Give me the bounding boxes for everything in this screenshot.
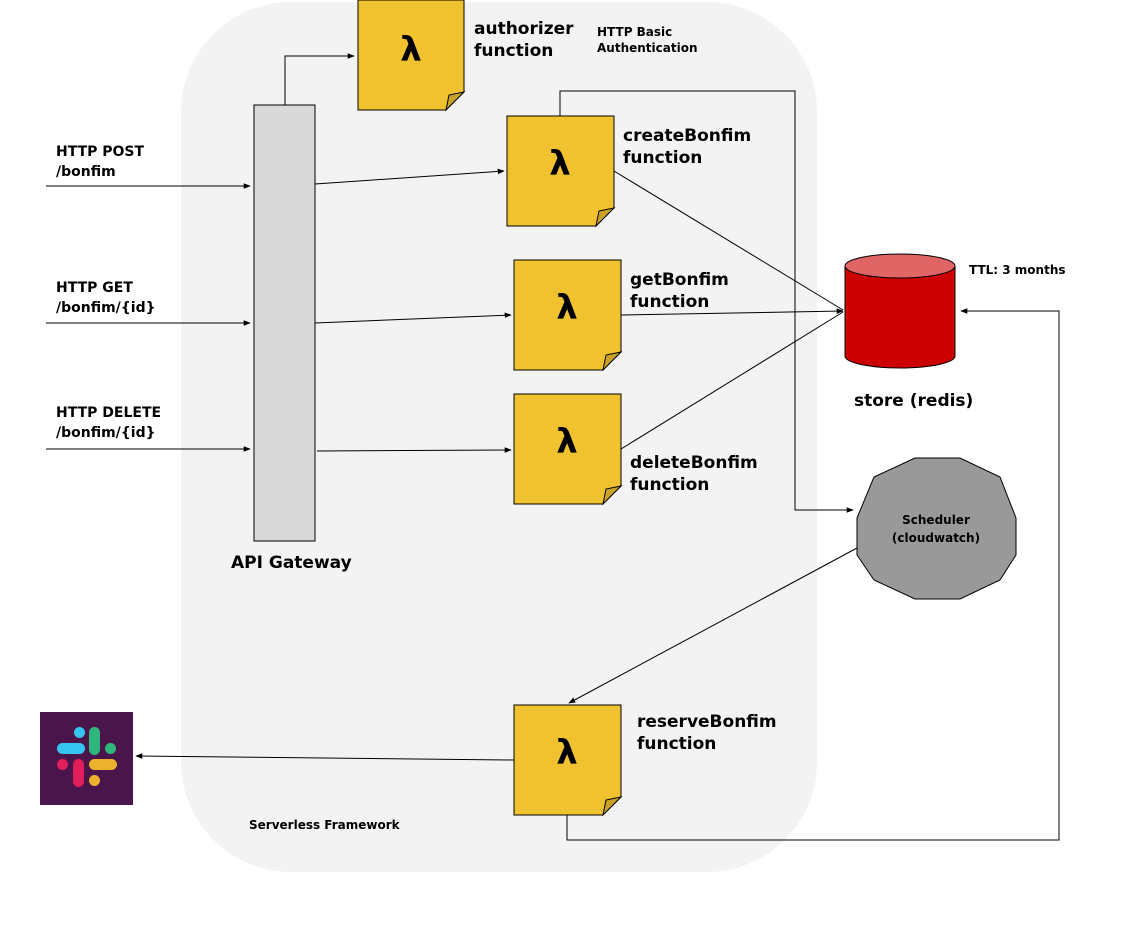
store-redis-cylinder xyxy=(844,253,956,369)
arrow-create-to-scheduler xyxy=(559,90,854,513)
lambda-icon: λ xyxy=(556,422,578,462)
request-get-method: HTTP GET xyxy=(56,280,133,296)
authorizer-label-line2: function xyxy=(474,41,553,61)
request-get-path: /bonfim/{id} xyxy=(56,300,156,316)
request-delete-method: HTTP DELETE xyxy=(56,405,161,421)
arrow-gateway-to-get xyxy=(314,312,512,324)
request-get: HTTP GET /bonfim/{id} xyxy=(56,280,156,316)
lambda-icon: λ xyxy=(556,288,578,328)
authorizer-function-box: λ xyxy=(357,0,466,112)
lambda-icon: λ xyxy=(400,30,422,70)
store-ttl-label: TTL: 3 months xyxy=(969,263,1066,277)
create-function-box: λ xyxy=(506,115,616,228)
reserve-label-line1: reserveBonfim xyxy=(637,712,777,732)
reserve-function-box: λ xyxy=(513,704,623,817)
arrow-reserve-to-store xyxy=(566,308,1060,841)
request-post-method: HTTP POST xyxy=(56,144,145,160)
line-create-to-store xyxy=(613,170,844,311)
auth-note-line2: Authentication xyxy=(597,41,698,55)
request-post-path: /bonfim xyxy=(56,164,116,180)
get-label-line1: getBonfim xyxy=(630,270,729,290)
arrow-reserve-to-slack xyxy=(135,753,515,761)
request-delete: HTTP DELETE /bonfim/{id} xyxy=(56,405,161,441)
framework-label: Serverless Framework xyxy=(249,818,401,832)
lambda-icon: λ xyxy=(556,733,578,773)
delete-function-box: λ xyxy=(513,393,623,506)
scheduler-polygon xyxy=(856,457,1017,600)
line-delete-to-store xyxy=(620,311,844,450)
serverless-framework-container xyxy=(181,2,817,872)
create-label-line2: function xyxy=(623,148,702,168)
arrow-scheduler-to-reserve xyxy=(568,547,858,704)
authorizer-label-line1: authorizer xyxy=(474,19,574,39)
connectors xyxy=(46,53,1060,841)
create-label-line1: createBonfim xyxy=(623,126,751,146)
get-label-line2: function xyxy=(630,292,709,312)
auth-note-line1: HTTP Basic xyxy=(597,25,672,39)
arrow-gateway-to-authorizer xyxy=(284,53,355,105)
arrow-get-to-store xyxy=(620,308,844,316)
lambda-icon: λ xyxy=(549,144,571,184)
delete-label-line1: deleteBonfim xyxy=(630,453,758,473)
request-post: HTTP POST /bonfim xyxy=(56,144,145,180)
request-delete-path: /bonfim/{id} xyxy=(56,425,156,441)
api-gateway-bar xyxy=(253,104,316,542)
scheduler-label-line2: (cloudwatch) xyxy=(892,531,980,545)
api-gateway-label: API Gateway xyxy=(231,553,352,573)
arrow-gateway-to-delete xyxy=(316,447,512,453)
delete-label-line2: function xyxy=(630,475,709,495)
slack-icon xyxy=(40,712,133,805)
get-function-box: λ xyxy=(513,259,623,372)
store-label: store (redis) xyxy=(854,391,973,411)
scheduler-label-line1: Scheduler xyxy=(902,513,970,527)
reserve-label-line2: function xyxy=(637,734,716,754)
arrow-gateway-to-create xyxy=(314,168,505,185)
